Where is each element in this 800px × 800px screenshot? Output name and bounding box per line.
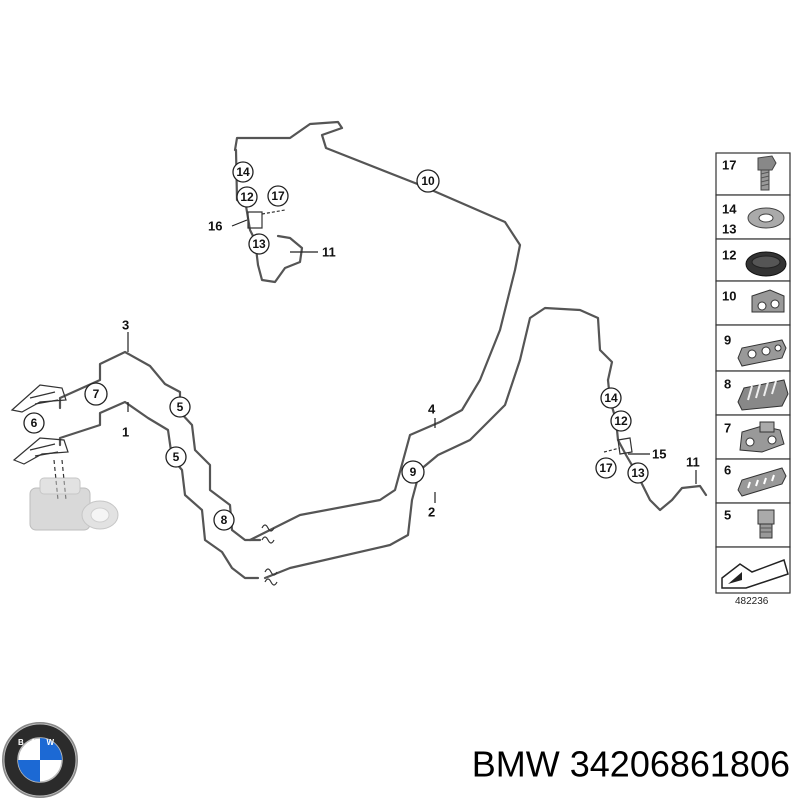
svg-text:5: 5: [173, 450, 180, 464]
svg-text:12: 12: [614, 414, 628, 428]
legend-row-6: 6: [715, 458, 791, 504]
callout-7: 7: [84, 382, 108, 406]
washer-icon: [747, 207, 785, 229]
callout-5-lower: 5: [165, 446, 187, 468]
svg-text:12: 12: [722, 248, 736, 263]
legend-row-14-13: 14 13: [715, 194, 791, 240]
legend-row-9: 9: [715, 324, 791, 372]
callout-5-upper: 5: [169, 396, 191, 418]
svg-text:14: 14: [236, 165, 250, 179]
union-nut-icon: [757, 509, 775, 539]
multi-pipe-holder-icon: [737, 379, 789, 411]
leader-lines: [127, 219, 697, 503]
svg-text:8: 8: [724, 377, 731, 392]
pipe-holder-strip-icon: [737, 467, 787, 497]
label-4: 4: [428, 402, 436, 417]
callout-17-right: 17: [595, 457, 617, 479]
bmw-logo-icon: BMW: [2, 722, 78, 798]
svg-text:6: 6: [31, 416, 38, 430]
label-11-top: 11: [322, 245, 336, 260]
legend-row-8: 8: [715, 370, 791, 416]
svg-text:14: 14: [722, 202, 737, 217]
reference-number: 482236: [735, 596, 769, 607]
callout-10: 10: [416, 169, 440, 193]
svg-text:5: 5: [177, 400, 184, 414]
callout-6: 6: [23, 412, 45, 434]
label-3: 3: [122, 318, 129, 333]
label-2: 2: [428, 505, 435, 520]
legend-row-arrow: [715, 546, 791, 594]
svg-text:7: 7: [724, 421, 731, 436]
svg-text:9: 9: [410, 465, 417, 479]
svg-text:9: 9: [724, 333, 731, 348]
callout-14-right: 14: [600, 387, 622, 409]
svg-text:5: 5: [724, 508, 731, 523]
bmw-logo-letters: BMW: [18, 738, 62, 747]
svg-text:8: 8: [221, 513, 228, 527]
svg-text:10: 10: [722, 289, 736, 304]
double-pipe-clip-icon: [737, 339, 787, 367]
svg-text:17: 17: [599, 461, 613, 475]
legend-row-5: 5: [715, 502, 791, 548]
svg-text:17: 17: [722, 158, 736, 173]
callout-14-top: 14: [232, 161, 254, 183]
callout-8: 8: [213, 509, 235, 531]
svg-text:7: 7: [93, 387, 100, 401]
grommet-icon: [745, 251, 787, 277]
svg-text:12: 12: [240, 190, 254, 204]
parts-legend: 17 14 13 12: [715, 152, 791, 607]
callout-13-right: 13: [627, 462, 649, 484]
brake-pipes: [58, 120, 708, 586]
callout-12-right: 12: [610, 410, 632, 432]
svg-text:10: 10: [421, 174, 435, 188]
svg-text:13: 13: [722, 222, 736, 237]
legend-row-7: 7: [715, 414, 791, 460]
label-1: 1: [122, 425, 129, 440]
pipe-clip-bracket-icon: [739, 421, 785, 453]
bolt-icon: [757, 155, 777, 191]
legend-row-17: 17: [715, 152, 791, 196]
pipe-clip-icon: [751, 289, 785, 313]
svg-text:14: 14: [604, 391, 618, 405]
svg-text:17: 17: [271, 189, 285, 203]
part-number-text: BMW 34206861806: [472, 744, 790, 785]
label-11-right: 11: [686, 455, 700, 470]
svg-text:13: 13: [252, 237, 266, 251]
callout-17-top: 17: [267, 185, 289, 207]
callout-13-top: 13: [248, 233, 270, 255]
legend-row-12: 12: [715, 238, 791, 282]
abs-unit-image: [29, 477, 119, 531]
svg-text:13: 13: [631, 466, 645, 480]
svg-text:6: 6: [724, 463, 731, 478]
label-16: 16: [208, 219, 222, 234]
callout-12-top: 12: [236, 186, 258, 208]
callout-9: 9: [401, 460, 425, 484]
left-bracket-assembly: [10, 384, 69, 501]
legend-row-10: 10: [715, 280, 791, 326]
arrow-sign-icon: [721, 559, 789, 589]
label-15: 15: [652, 447, 666, 462]
